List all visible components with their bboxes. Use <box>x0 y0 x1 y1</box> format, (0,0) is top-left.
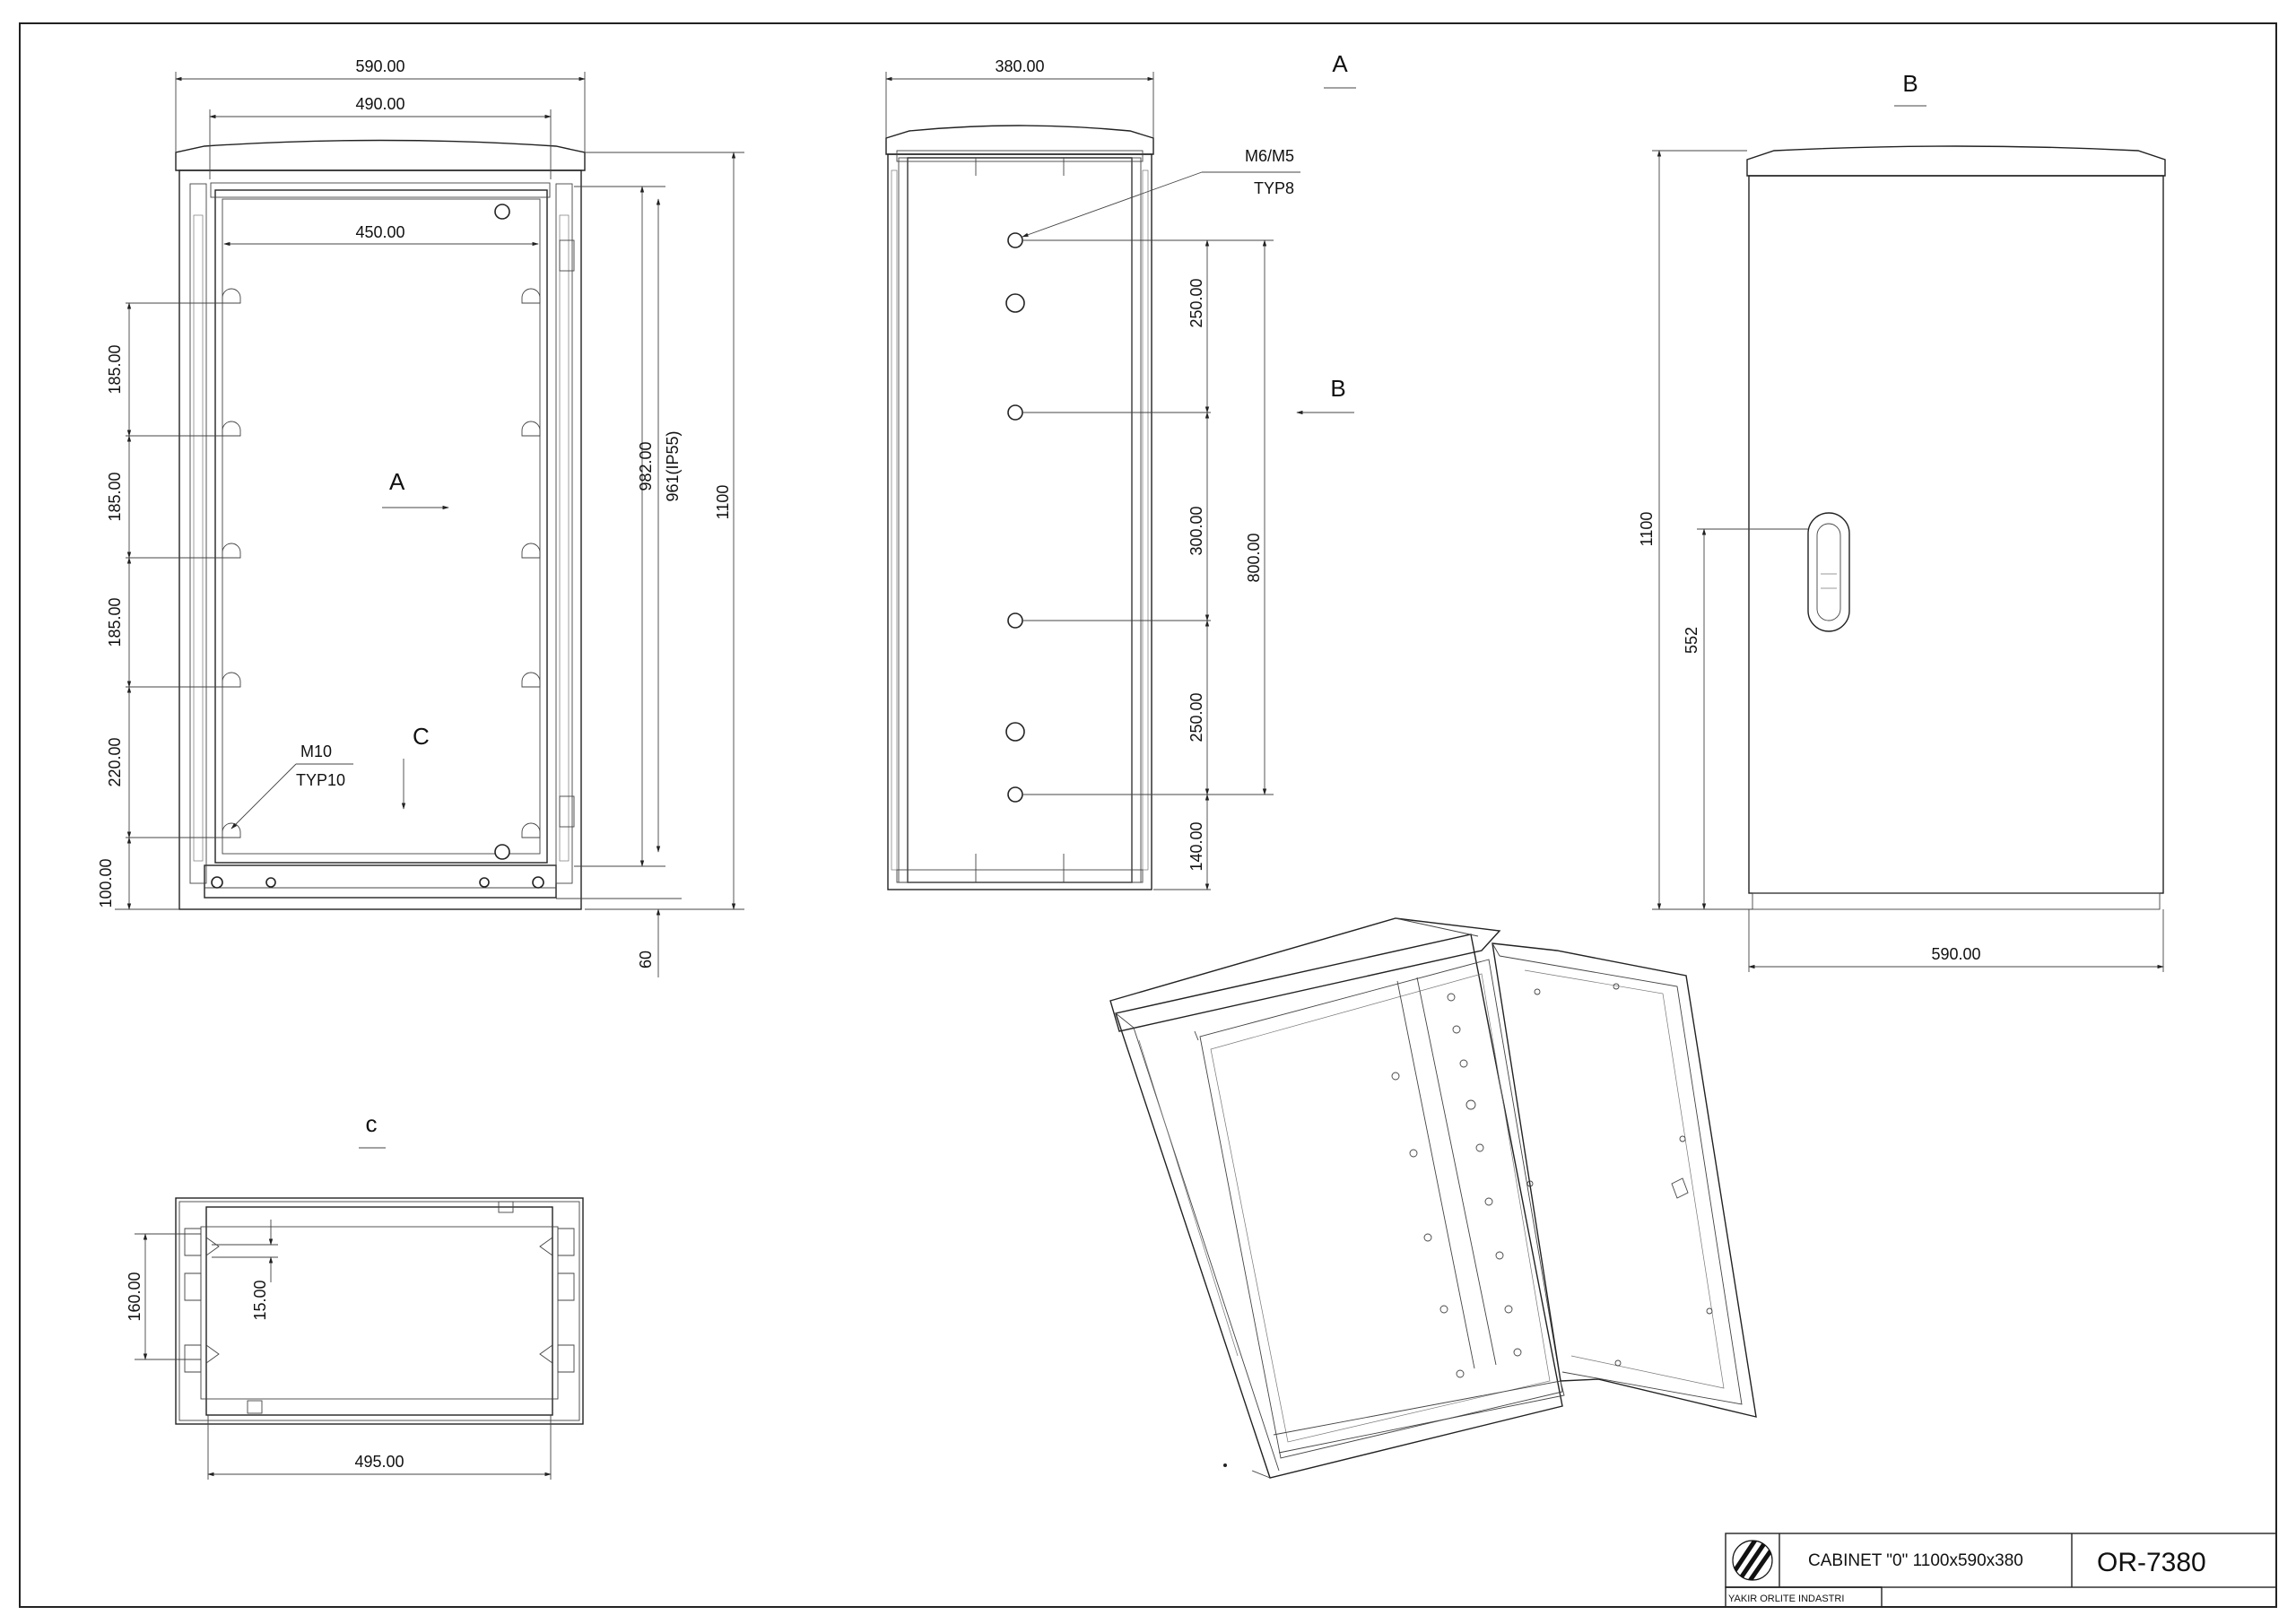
note-typ10: TYP10 <box>296 771 345 789</box>
dim-300: 300.00 <box>1187 506 1205 555</box>
company-name: YAKIR ORLITE INDASTRI <box>1728 1594 1844 1604</box>
section-c-view: c 160.00 15.00 495.00 <box>126 1110 584 1480</box>
title-block: CABINET "0" 1100x590x380 OR-7380 YAKIR O… <box>1725 1533 2277 1608</box>
dim-1100-rear: 1100 <box>1638 512 1656 547</box>
dim-250-b: 250.00 <box>1187 692 1205 742</box>
dim-590-rear: 590.00 <box>1931 945 1980 963</box>
note-m6-m5: M6/M5 <box>1245 147 1294 165</box>
view-a-title: A <box>1332 50 1348 77</box>
dim-1100-front: 1100 <box>714 485 732 520</box>
front-view: 590.00 490.00 450.00 185.00 185.00 185.0… <box>97 57 744 977</box>
dim-185-c: 185.00 <box>106 597 124 647</box>
dim-800: 800.00 <box>1245 533 1263 582</box>
dim-961: 961(IP55) <box>664 430 682 501</box>
dim-590-top: 590.00 <box>355 57 404 75</box>
dim-552: 552 <box>1683 627 1700 654</box>
dim-250-a: 250.00 <box>1187 278 1205 327</box>
dim-495: 495.00 <box>354 1453 404 1471</box>
drawing-title: CABINET "0" 1100x590x380 <box>1808 1551 2023 1570</box>
dim-380: 380.00 <box>995 57 1044 75</box>
rear-view-b: B 1100 552 590.00 <box>1638 70 2166 972</box>
view-c-title: c <box>366 1110 378 1137</box>
note-m10: M10 <box>300 743 332 760</box>
dim-15: 15.00 <box>251 1280 269 1320</box>
section-arrow-c-label: C <box>413 723 430 750</box>
dim-185-a: 185.00 <box>106 344 124 394</box>
side-view-a: A 380.00 <box>885 50 1356 890</box>
view-b-title: B <box>1902 70 1918 97</box>
dim-982: 982.00 <box>637 441 655 491</box>
section-arrow-b-label: B <box>1330 375 1345 402</box>
company-logo-icon <box>1732 1540 1773 1581</box>
dim-490: 490.00 <box>355 95 404 113</box>
dim-60: 60 <box>637 951 655 968</box>
section-arrow-a-label: A <box>389 468 405 495</box>
dim-160: 160.00 <box>126 1272 144 1321</box>
sheet-border <box>19 22 2277 1608</box>
note-typ8: TYP8 <box>1254 179 1294 197</box>
isometric-view <box>1109 917 1757 1479</box>
dim-450: 450.00 <box>355 223 404 241</box>
dim-185-b: 185.00 <box>106 472 124 521</box>
dim-100: 100.00 <box>97 858 115 908</box>
dim-220: 220.00 <box>106 737 124 786</box>
drawing-code: OR-7380 <box>2097 1548 2206 1577</box>
dim-140: 140.00 <box>1187 821 1205 871</box>
